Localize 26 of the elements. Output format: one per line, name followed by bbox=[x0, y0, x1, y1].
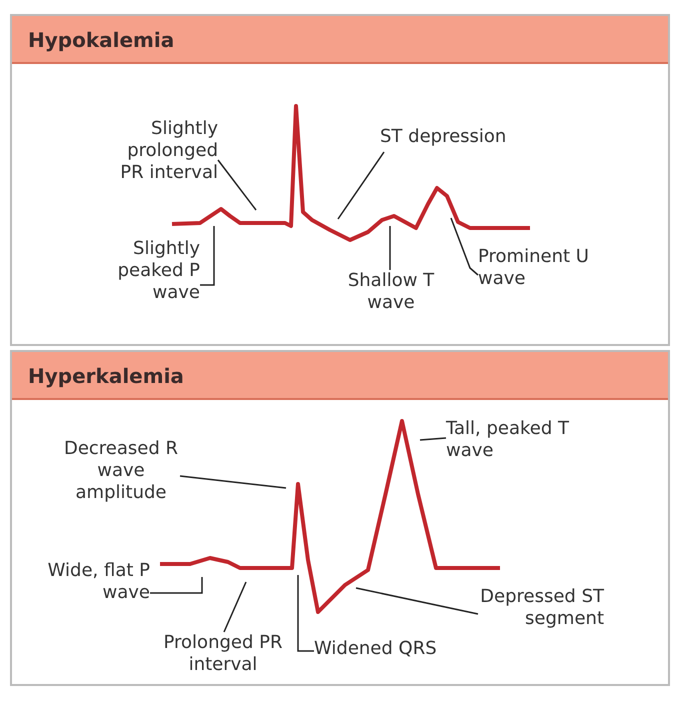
leader-line bbox=[297, 575, 314, 652]
annotation-label: Decreased R wave amplitude bbox=[64, 438, 178, 503]
leader-line bbox=[420, 437, 446, 441]
annotation-label: Prolonged PR interval bbox=[164, 632, 282, 675]
annotation-label: Shallow T wave bbox=[348, 270, 434, 313]
annotation-label: Depressed ST segment bbox=[480, 586, 604, 629]
leader-line bbox=[150, 577, 203, 594]
annotation-label: Slightly peaked P wave bbox=[118, 238, 200, 303]
annotation-label: Prominent U wave bbox=[478, 246, 589, 289]
annotation-label: Slightly prolonged PR interval bbox=[120, 118, 218, 183]
leader-line bbox=[337, 152, 385, 220]
annotation-label: Tall, peaked T wave bbox=[446, 418, 570, 461]
panel bbox=[10, 14, 670, 346]
leader-line bbox=[200, 226, 215, 286]
annotation-label: Widened QRS bbox=[314, 638, 437, 659]
panel-heading: Hyperkalemia bbox=[12, 352, 668, 400]
leader-line bbox=[450, 218, 478, 276]
leader-line bbox=[389, 226, 391, 270]
leader-line bbox=[180, 475, 286, 489]
annotation-label: Wide, flat P wave bbox=[48, 560, 150, 603]
annotation-label: ST depression bbox=[380, 126, 506, 147]
leader-line bbox=[223, 582, 247, 632]
panel bbox=[10, 350, 670, 686]
panel-heading: Hypokalemia bbox=[12, 16, 668, 64]
leader-line bbox=[217, 160, 257, 210]
leader-line bbox=[356, 587, 478, 615]
